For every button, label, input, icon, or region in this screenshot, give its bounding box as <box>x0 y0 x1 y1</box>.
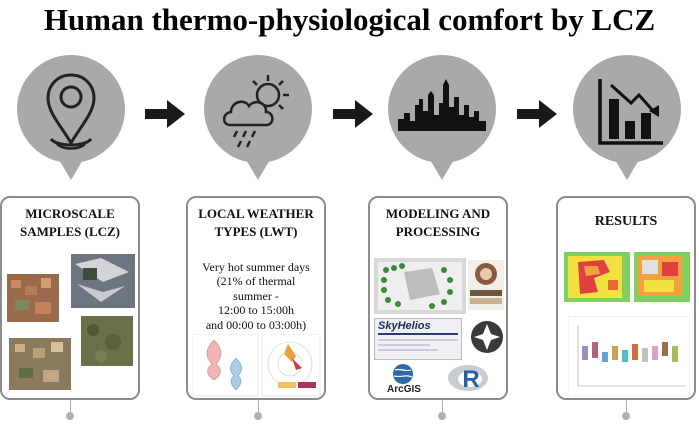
step4-stem <box>626 400 627 416</box>
step3-stem <box>442 400 443 416</box>
step4-icon-circle <box>573 55 681 163</box>
arcgis-logo-icon <box>393 364 413 384</box>
city-skyline-icon <box>398 79 486 131</box>
arrow-right-icon <box>517 100 557 128</box>
step1-stem <box>70 400 71 416</box>
step3-dot <box>438 412 446 420</box>
result-boxplot-image <box>568 316 690 396</box>
step4-heading: RESULTS <box>594 214 658 229</box>
step3-icon-circle <box>388 55 496 163</box>
result-map-image-2 <box>634 252 690 302</box>
step2-icon-circle <box>204 55 312 163</box>
arrow-right-icon <box>333 100 373 128</box>
step2-stem <box>258 400 259 416</box>
step4-card: RESULTS <box>556 196 696 400</box>
rayman-logo-icon <box>471 321 503 353</box>
r-logo-icon <box>448 365 488 391</box>
lcz-sample-images <box>7 254 135 390</box>
model-domain-image <box>374 258 466 314</box>
step3-card: MODELING AND PROCESSING SkyHelios ArcGIS <box>368 196 508 400</box>
step2-circle-tail <box>245 158 271 180</box>
page-title: Human thermo-physiological comfort by LC… <box>43 2 656 37</box>
chart-decline-icon <box>598 79 663 145</box>
step1-icon-circle <box>17 55 125 163</box>
step4-circle-tail <box>614 158 640 180</box>
step1-heading-line2: SAMPLES (LCZ) <box>19 224 121 239</box>
lwt-description: Very hot summer days (21% of thermal sum… <box>202 260 310 332</box>
step2-card: LOCAL WEATHER TYPES (LWT) Very hot summe… <box>186 196 326 400</box>
step2-heading-line2: TYPES (LWT) <box>214 224 298 239</box>
step1-heading-line1: MICROSCALE <box>25 206 115 221</box>
step1-circle-tail <box>58 158 84 180</box>
step2-heading-line1: LOCAL WEATHER <box>198 206 314 221</box>
arcgis-label: ArcGIS <box>387 384 421 395</box>
result-map-image-1 <box>564 252 630 302</box>
arrow-right-icon <box>145 100 185 128</box>
step2-dot <box>254 412 262 420</box>
fisheye-image <box>468 260 504 310</box>
weather-cloud-sun-rain-icon <box>222 75 289 148</box>
step1-card: MICROSCALE SAMPLES (LCZ) <box>0 196 140 400</box>
r-label: R <box>462 366 480 393</box>
skyhelios-logo: SkyHelios <box>378 320 431 332</box>
step3-heading-line1: MODELING AND <box>385 206 491 221</box>
step1-dot <box>66 412 74 420</box>
step4-dot <box>622 412 630 420</box>
step3-circle-tail <box>429 158 455 180</box>
skyhelios-panel: SkyHelios <box>374 318 462 360</box>
lwt-violin-plot-image <box>192 334 321 397</box>
location-pin-icon <box>46 73 96 150</box>
step3-heading-line2: PROCESSING <box>395 224 481 239</box>
